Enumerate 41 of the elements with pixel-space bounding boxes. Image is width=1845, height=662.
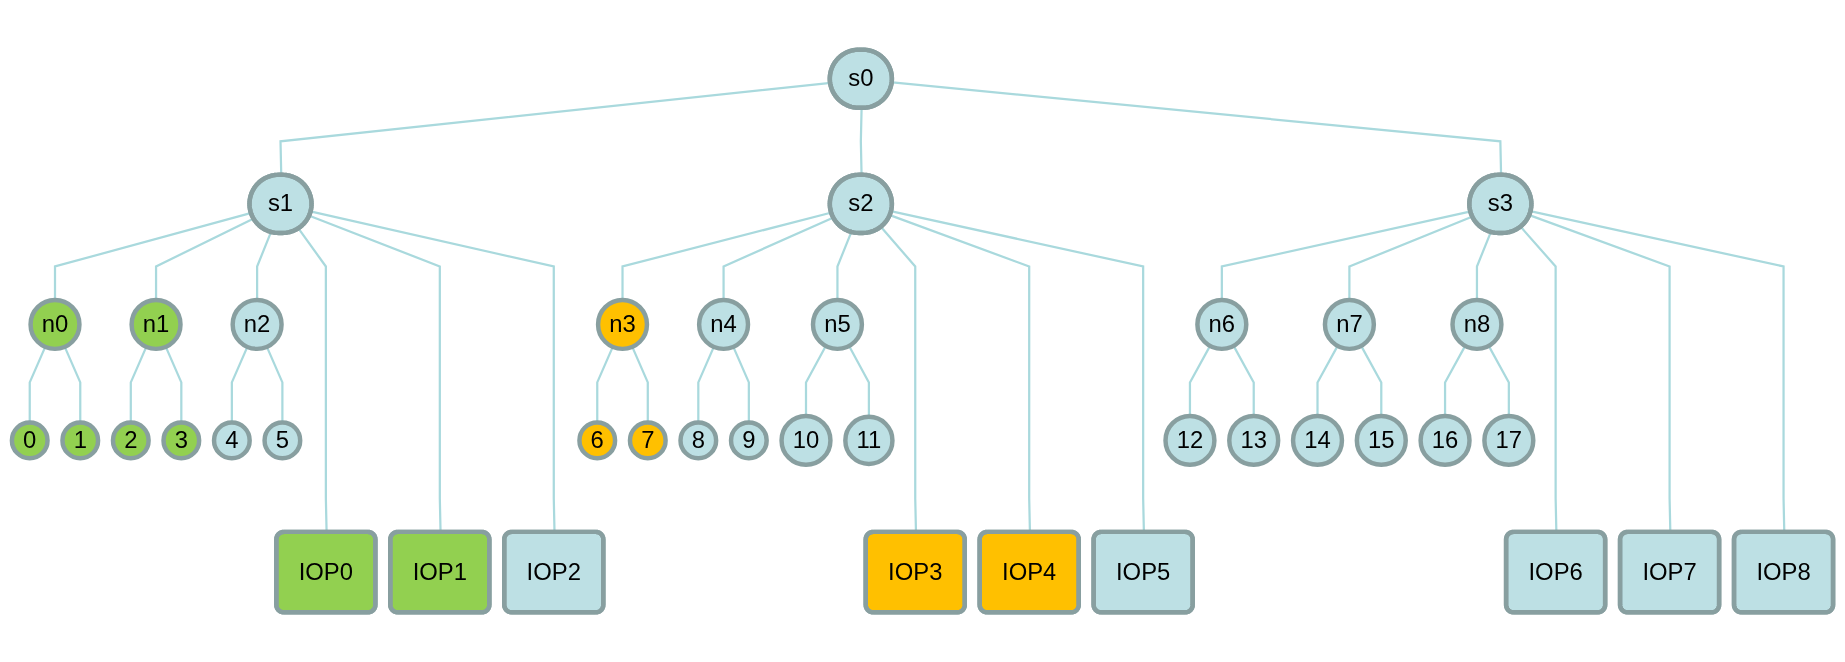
node-circle: 15 [1354,413,1408,468]
connector [1232,345,1255,416]
node-circle: 1 [60,420,101,461]
node-circle: 4 [211,420,252,461]
node-circle: 16 [1418,413,1472,468]
connector [256,232,272,300]
node-circle: 13 [1227,413,1281,468]
node-circle: 10 [779,413,833,468]
node-circle: 2 [110,420,151,461]
connector [1316,345,1339,416]
connector [621,211,832,300]
node-circle: n8 [1450,297,1504,352]
connector [836,232,853,300]
node-circle: n2 [230,297,284,352]
connector [1188,345,1212,416]
node-circle: 11 [843,414,895,467]
node-circle: 3 [161,420,202,461]
node-circle: n5 [810,297,865,352]
connector [1475,232,1492,300]
connector [1220,210,1472,300]
node-circle: n0 [28,297,82,352]
connector [1348,215,1473,300]
node-circle: 7 [627,420,668,461]
node-circle: 5 [262,420,303,461]
node-circle: n1 [129,297,183,352]
node-circle: n3 [595,297,650,352]
connector [1360,345,1383,416]
node-circle: n4 [696,297,751,352]
node-circle: 9 [728,420,769,461]
node-circle: 0 [9,420,50,461]
node-circle: n6 [1195,297,1249,352]
connector [1487,345,1510,416]
node-circle: 17 [1482,413,1536,468]
node-circle: n7 [1322,297,1377,352]
connector [804,345,827,416]
node-circle: 12 [1163,413,1217,468]
node-circle: 6 [577,420,618,461]
connector [722,216,834,300]
node-circle: 14 [1290,413,1345,468]
node-circle: 8 [678,420,719,461]
connector [1443,345,1467,416]
